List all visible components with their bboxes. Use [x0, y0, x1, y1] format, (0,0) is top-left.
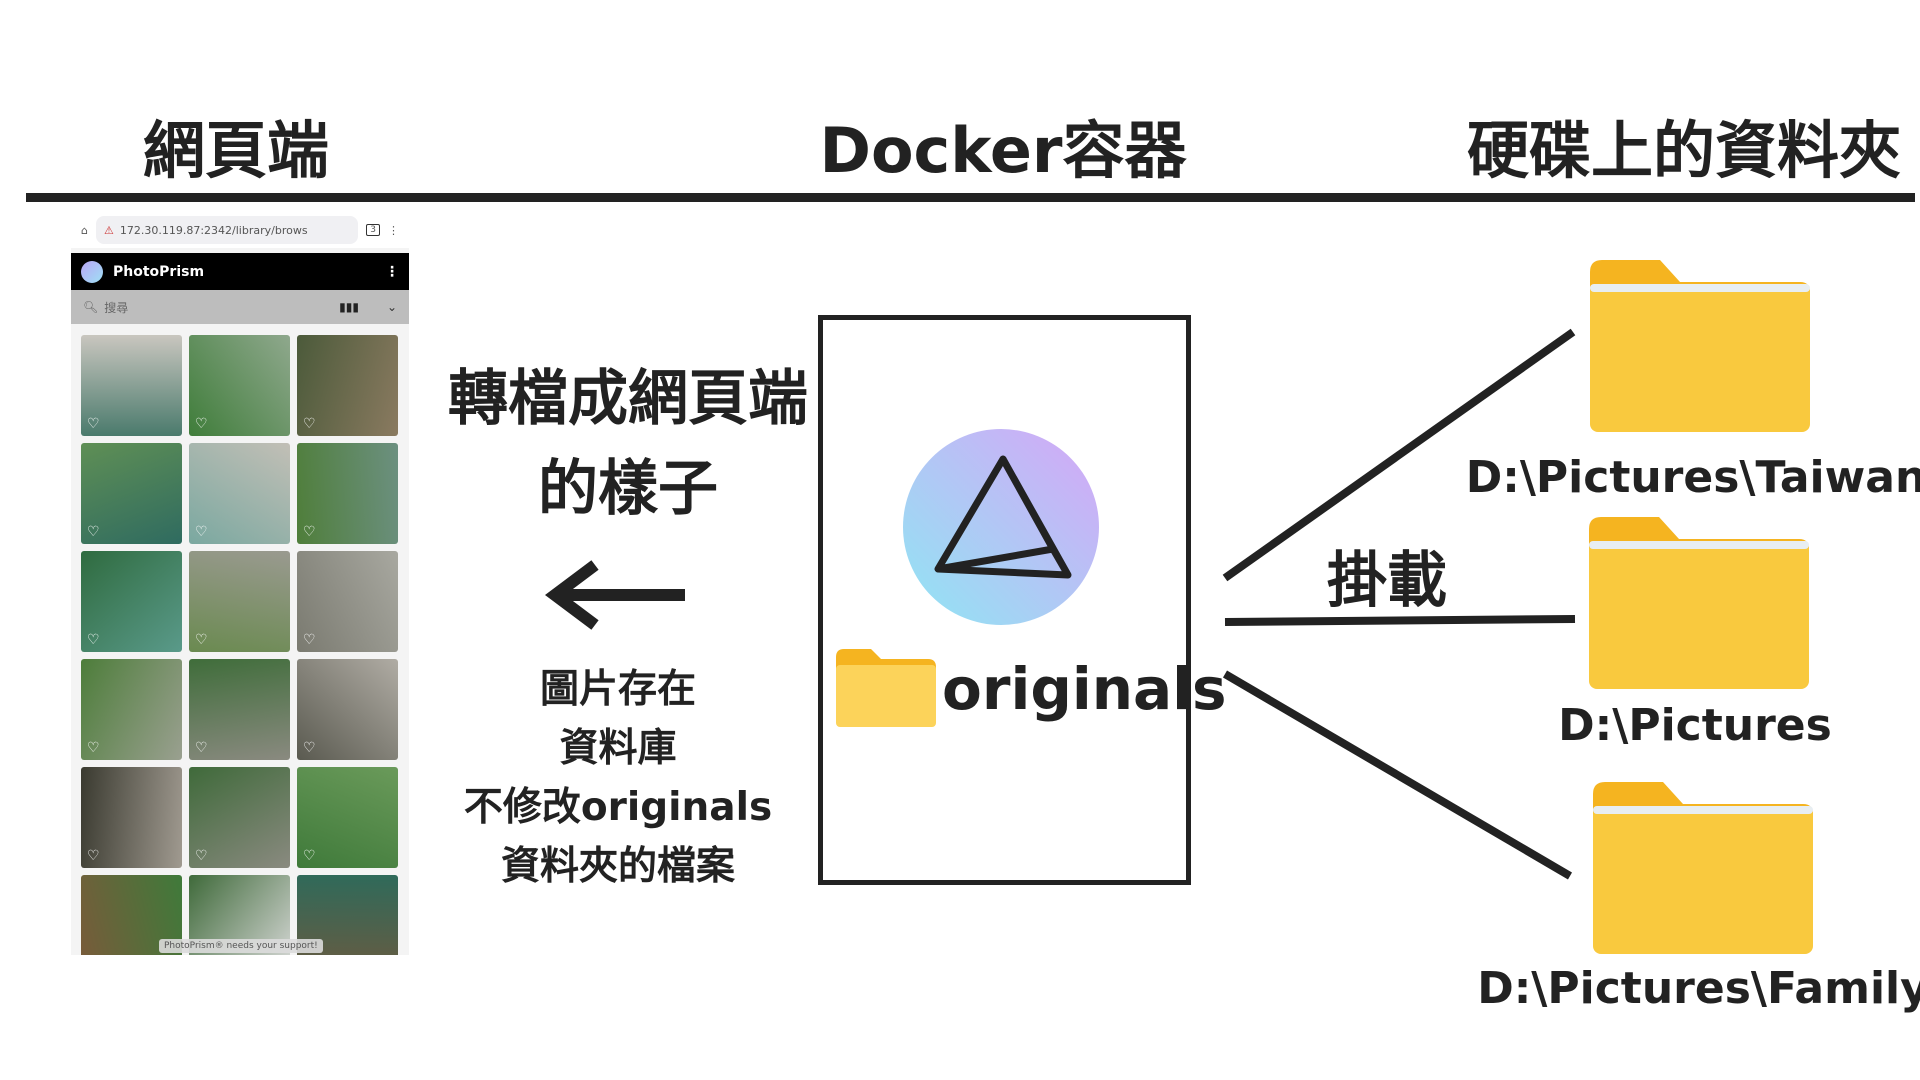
photo-thumbnail[interactable]: ♡ — [189, 443, 290, 544]
search-icon: 🔍︎ — [83, 300, 99, 314]
photo-thumbnail[interactable]: ♡ — [297, 551, 398, 652]
photo-thumbnail[interactable]: ♡ — [189, 551, 290, 652]
photo-thumbnail[interactable]: ♡ — [81, 767, 182, 868]
phone-screenshot: ⌂ ⚠ 172.30.119.87:2342/library/brows 3 ⋮… — [71, 212, 409, 955]
photo-thumbnail[interactable]: ♡ — [189, 335, 290, 436]
folder-icon — [1589, 517, 1809, 689]
folder-path-label: D:\Pictures\Family — [1477, 963, 1920, 1014]
mount-line — [1224, 615, 1576, 626]
photo-thumbnail[interactable]: ♡ — [297, 659, 398, 760]
note-line: 圖片存在 — [539, 667, 697, 712]
heart-icon[interactable]: ♡ — [87, 524, 100, 540]
url-text: 172.30.119.87:2342/library/brows — [119, 223, 308, 237]
photo-thumbnail[interactable]: ♡ — [81, 335, 182, 436]
photoprism-logo-icon — [903, 429, 1099, 625]
convert-line-1: 轉檔成網頁端 — [448, 364, 808, 434]
view-columns-icon[interactable]: ▮▮▮ — [339, 300, 359, 314]
heart-icon[interactable]: ♡ — [303, 524, 316, 540]
tab-count[interactable]: 3 — [366, 224, 380, 236]
heart-icon[interactable]: ♡ — [195, 416, 208, 432]
photo-thumbnail[interactable]: ♡ — [81, 659, 182, 760]
photo-grid: ♡♡♡♡♡♡♡♡♡♡♡♡♡♡♡♡♡♡ — [81, 335, 398, 955]
folder-icon — [1593, 782, 1813, 954]
note-line: 資料夾的檔案 — [500, 844, 736, 889]
heart-icon[interactable]: ♡ — [195, 632, 208, 648]
menu-icon[interactable]: ⋮ — [385, 263, 399, 280]
heart-icon[interactable]: ♡ — [195, 524, 208, 540]
folder-path-label: D:\Pictures — [1558, 700, 1832, 751]
photo-thumbnail[interactable]: ♡ — [81, 443, 182, 544]
heart-icon[interactable]: ♡ — [195, 848, 208, 864]
arrow-left-icon — [545, 560, 685, 630]
app-bar: PhotoPrism ⋮ — [71, 253, 409, 290]
search-bar[interactable]: 🔍︎ 搜尋 ▮▮▮ ⌄ — [71, 290, 409, 324]
photoprism-logo-icon — [81, 260, 103, 283]
heart-icon[interactable]: ♡ — [195, 740, 208, 756]
search-input[interactable]: 搜尋 — [104, 300, 129, 315]
photo-thumbnail[interactable]: ♡ — [297, 767, 398, 868]
heart-icon[interactable]: ♡ — [87, 632, 100, 648]
header-web: 網頁端 — [142, 114, 330, 187]
url-bar[interactable]: ⚠ 172.30.119.87:2342/library/brows — [95, 216, 359, 244]
heart-icon[interactable]: ♡ — [87, 848, 100, 864]
photo-thumbnail[interactable]: ♡ — [189, 767, 290, 868]
folder-icon — [836, 649, 936, 727]
photo-thumbnail[interactable]: ♡ — [297, 335, 398, 436]
insecure-icon: ⚠ — [103, 223, 114, 237]
heart-icon[interactable]: ♡ — [303, 848, 316, 864]
note-line: 資料庫 — [559, 726, 677, 771]
browser-bar: ⌂ ⚠ 172.30.119.87:2342/library/brows 3 ⋮ — [71, 212, 409, 248]
home-icon[interactable]: ⌂ — [81, 223, 88, 237]
heart-icon[interactable]: ♡ — [303, 416, 316, 432]
heart-icon[interactable]: ♡ — [87, 740, 100, 756]
heart-icon[interactable]: ♡ — [87, 416, 100, 432]
folder-path-label: D:\Pictures\Taiwan — [1465, 452, 1920, 503]
app-name: PhotoPrism — [113, 263, 205, 280]
mount-label: 掛載 — [1327, 546, 1447, 616]
header-divider — [26, 193, 1915, 202]
more-icon[interactable]: ⋮ — [388, 223, 399, 237]
docker-container-box — [818, 315, 1191, 885]
mount-line — [1222, 670, 1573, 880]
header-docker: Docker容器 — [819, 114, 1187, 187]
originals-label: originals — [942, 655, 1227, 723]
chevron-down-icon[interactable]: ⌄ — [386, 300, 397, 314]
heart-icon[interactable]: ♡ — [303, 632, 316, 648]
photo-thumbnail[interactable]: ♡ — [81, 551, 182, 652]
heart-icon[interactable]: ♡ — [303, 740, 316, 756]
photo-thumbnail[interactable]: ♡ — [297, 443, 398, 544]
note-line: 不修改originals — [463, 785, 773, 830]
convert-line-2: 的樣子 — [538, 454, 718, 524]
photo-thumbnail[interactable]: ♡ — [189, 659, 290, 760]
mount-line — [1222, 328, 1576, 582]
folder-icon — [1590, 260, 1810, 432]
header-disk: 硬碟上的資料夾 — [1466, 114, 1902, 187]
support-banner[interactable]: PhotoPrism® needs your support! — [159, 939, 323, 953]
